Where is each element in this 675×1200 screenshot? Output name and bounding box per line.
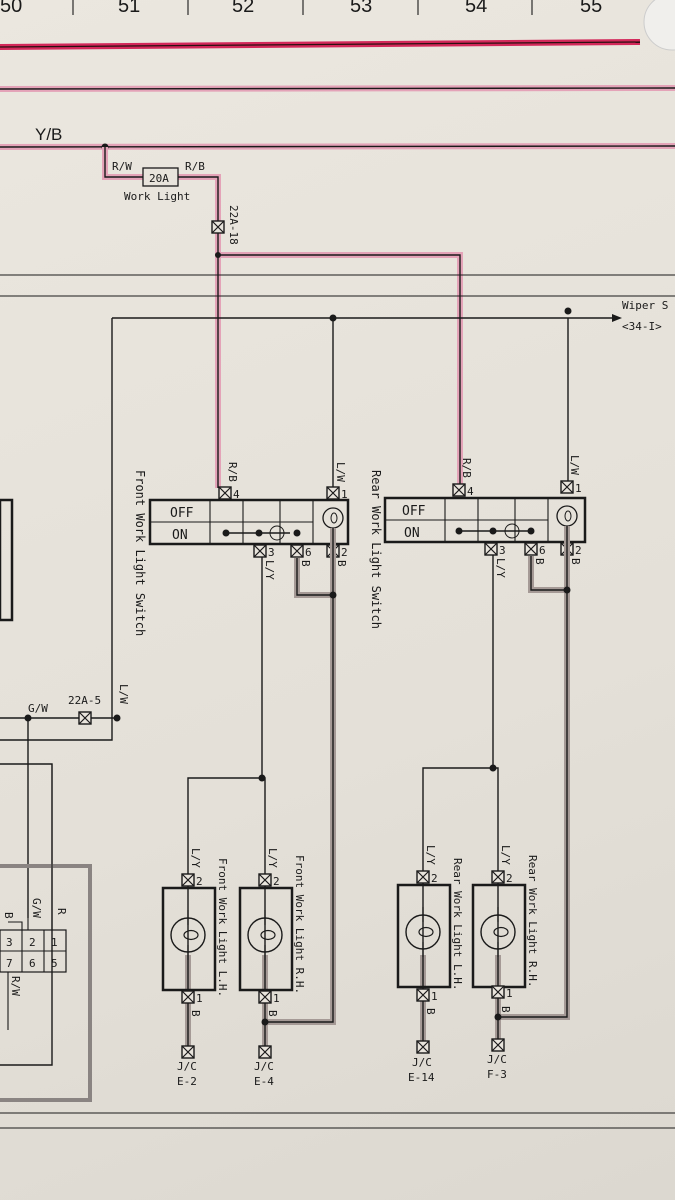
switches-0-wires-p4-label: R/B <box>226 462 239 482</box>
left-connector-pins-0-label: 3 <box>6 936 13 949</box>
connector-22a-18 <box>211 220 225 234</box>
front-work-light-lh: 2 1 L/Y B J/C E-2 Front Work Light L.H. <box>161 848 229 1088</box>
ground-e-14: E-14 <box>408 1071 435 1084</box>
fuse-name: Work Light <box>124 190 190 203</box>
ground-e-4: E-4 <box>254 1075 274 1088</box>
front-switch-title: Front Work Light Switch <box>133 470 147 636</box>
rear-work-light-rh: 2 1 L/Y B J/C F-3 Rear Work Light R.H. <box>471 845 539 1081</box>
column-54: 54 <box>465 0 487 17</box>
lamps-2-out-pin-label: 1 <box>431 990 438 1003</box>
left-connector-pins-5-label: 5 <box>51 957 58 970</box>
lamps-0-ground-label: J/C <box>177 1060 197 1073</box>
r-w-label: R/W <box>112 160 132 173</box>
left-connector-pins-3-label: 7 <box>6 957 13 970</box>
lamps-0-name-label: Front Work Light L.H. <box>216 858 229 997</box>
page-column-ruler: 50 51 52 53 54 55 <box>0 0 602 17</box>
paper-hole <box>643 0 675 51</box>
switches-1-pins-p2-label: 2 <box>575 544 582 557</box>
wiper-switch-link[interactable]: Wiper S <box>622 299 668 312</box>
column-51: 51 <box>118 0 140 17</box>
switches-0-off-label: OFF <box>170 506 194 521</box>
lamps-2-ground-label: J/C <box>412 1056 432 1069</box>
connector-22a-18-label: 22A-18 <box>227 205 240 245</box>
lamps-1-out-wire-label: B <box>266 1010 279 1017</box>
column-53: 53 <box>350 0 372 17</box>
switches-0-pins-p4-label: 4 <box>233 488 240 501</box>
lamps-2-out-wire-label: B <box>424 1008 437 1015</box>
left-pin-wires-3-label: R/W <box>9 976 22 996</box>
switches-1-wires-p6-label: B <box>533 558 546 565</box>
front-work-light-rh: 2 1 L/Y B J/C E-4 Front Work Light R.H. <box>238 848 306 1088</box>
column-50: 50 <box>0 0 22 17</box>
switches-1-pins-p1-label: 1 <box>575 482 582 495</box>
arrow-icon <box>612 314 622 322</box>
y-b-wire <box>0 145 675 148</box>
lamps-0-out-wire-label: B <box>189 1010 202 1017</box>
lamps-2-name-label: Rear Work Light L.H. <box>451 858 464 990</box>
l-w-label: L/W <box>117 684 130 704</box>
lamps-3-ground-label: J/C <box>487 1053 507 1066</box>
lamps-3-out-wire-label: B <box>499 1006 512 1013</box>
switches-0-pins-p2-label: 2 <box>341 546 348 559</box>
rear-work-light-lh: 2 1 L/Y B J/C E-14 Rear Work Light L.H. <box>396 845 464 1084</box>
fuse-rating: 20A <box>149 172 169 185</box>
column-55: 55 <box>580 0 602 17</box>
switches-0-pins-p3-label: 3 <box>268 546 275 559</box>
lamps-1-in-wire-label: L/Y <box>266 848 279 868</box>
lamps-0-in-pin-label: 2 <box>196 875 203 888</box>
left-connector: 3 2 1 7 6 5 B G/W R R/W <box>0 764 68 1030</box>
lamps-0-in-wire-label: L/Y <box>189 848 202 868</box>
switches-1-pins-p4-label: 4 <box>467 485 474 498</box>
wiper-ref: <34-I> <box>622 320 662 333</box>
switches-1-pins-p3-label: 3 <box>499 544 506 557</box>
front-work-light-switch: OFF ON 4 1 3 6 2 R/B L/W L/Y B B Front W… <box>133 462 350 775</box>
left-pin-wires-0-label: B <box>2 912 15 919</box>
lamps-3-name-label: Rear Work Light R.H. <box>526 855 539 987</box>
switches-0-pins-p6-label: 6 <box>305 546 312 559</box>
switches-1-wires-p1-label: L/W <box>568 455 581 475</box>
y-b-label: Y/B <box>35 125 62 144</box>
left-pin-wires-1-label: G/W <box>30 898 43 918</box>
lamps-1-out-pin-label: 1 <box>273 992 280 1005</box>
lamps-2-in-wire-label: L/Y <box>424 845 437 865</box>
left-connector-pins-2-label: 1 <box>51 936 58 949</box>
lamps-1-name-label: Front Work Light R.H. <box>293 855 306 994</box>
switches-1-on-label: ON <box>404 526 420 541</box>
r-b-label: R/B <box>185 160 205 173</box>
left-connector-pins-1-label: 2 <box>29 936 36 949</box>
fuse-20a <box>142 167 179 187</box>
switches-0-wires-p6-label: B <box>299 560 312 567</box>
switches-1-off-label: OFF <box>402 504 426 519</box>
rear-switch-title: Rear Work Light Switch <box>369 470 383 629</box>
switches-0-wires-p1-label: L/W <box>334 462 347 482</box>
column-52: 52 <box>232 0 254 17</box>
lamps-0-out-pin-label: 1 <box>196 992 203 1005</box>
connector-22a-5 <box>78 711 92 725</box>
switches-1-wires-p3-label: L/Y <box>494 558 507 578</box>
g-w-label: G/W <box>28 702 48 715</box>
switches-1-wires-p4-label: R/B <box>460 458 473 478</box>
left-connector-housing <box>0 864 92 1102</box>
switches-1-wires-p2-label: B <box>569 558 582 565</box>
switches-0-on-label: ON <box>172 528 188 543</box>
lamps-3-in-wire-label: L/Y <box>499 845 512 865</box>
lamps-1-ground-label: J/C <box>254 1060 274 1073</box>
lamps-2-in-pin-label: 2 <box>431 872 438 885</box>
left-pin-wires-2-label: R <box>55 908 68 915</box>
left-component-box <box>0 498 14 622</box>
left-connector-pins-4-label: 6 <box>29 957 36 970</box>
lamps-1-in-pin-label: 2 <box>273 875 280 888</box>
rear-work-light-switch: OFF ON 4 1 3 6 2 R/B L/W L/Y B B <box>383 455 587 768</box>
switches-0-pins-p1-label: 1 <box>341 488 348 501</box>
switches-1-pins-p6-label: 6 <box>539 544 546 557</box>
connector-22a-5-label: 22A-5 <box>68 694 101 707</box>
switches-0-wires-p3-label: L/Y <box>263 560 276 580</box>
lamps-3-in-pin-label: 2 <box>506 872 513 885</box>
ground-e-2: E-2 <box>177 1075 197 1088</box>
ground-f-3: F-3 <box>487 1068 507 1081</box>
bottom-border <box>0 1112 675 1129</box>
switches-0-wires-p2-label: B <box>335 560 348 567</box>
lamps-3-out-pin-label: 1 <box>506 987 513 1000</box>
